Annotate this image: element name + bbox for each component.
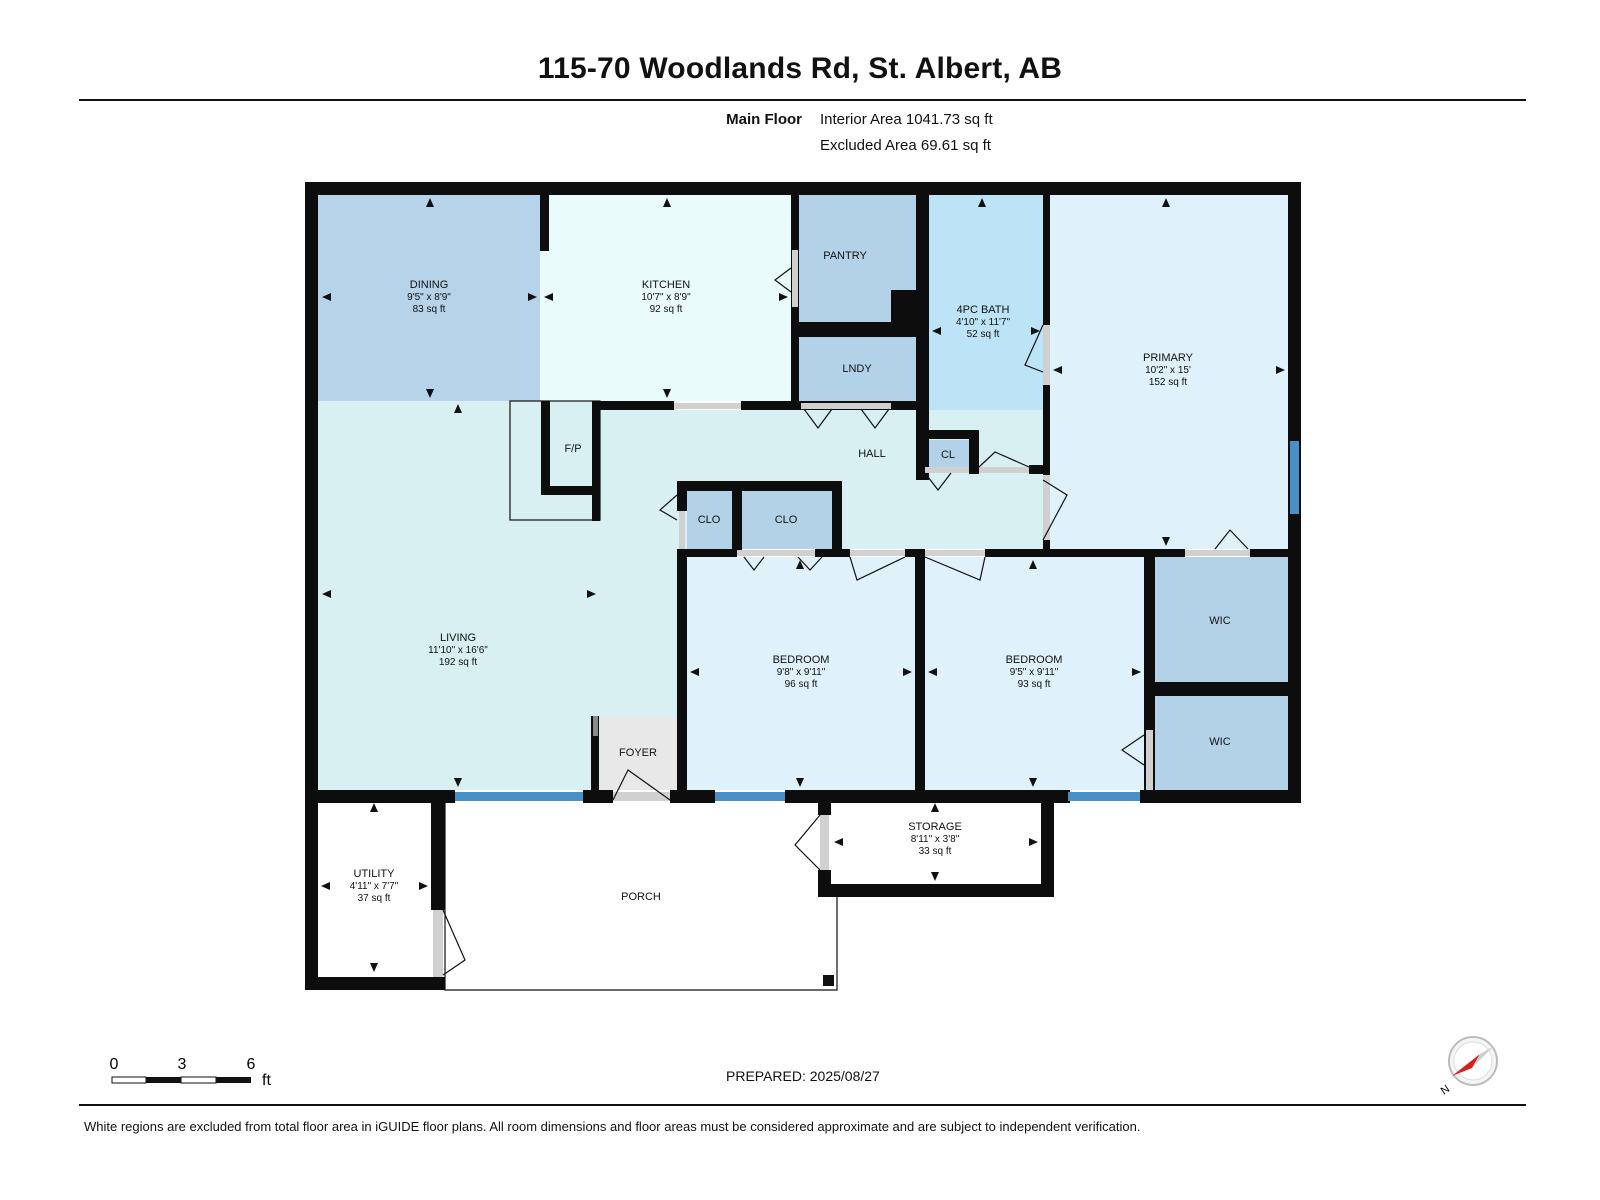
bedroom1-area: 96 sq ft xyxy=(785,679,818,690)
door-swings xyxy=(442,267,1249,976)
closet1-name: CLO xyxy=(698,514,721,526)
bath-dims: 4'10" x 11'7" xyxy=(956,317,1011,328)
kitchen-fill xyxy=(540,195,791,401)
utility-dims: 4'11" x 7'7" xyxy=(350,881,399,892)
living-area: 192 sq ft xyxy=(439,657,478,668)
closet1-fill xyxy=(687,491,732,549)
wic2-name: WIC xyxy=(1209,736,1230,748)
living-dims: 11'10" x 16'6" xyxy=(428,645,488,656)
bedroom1-name: BEDROOM xyxy=(773,654,830,666)
scale-segment-1 xyxy=(111,1076,147,1084)
primary-dims: 10'2" x 15' xyxy=(1145,365,1191,376)
wic1-fill xyxy=(1155,557,1288,682)
dining-fill xyxy=(318,195,540,401)
footer-rule xyxy=(79,1104,1526,1106)
kitchen-area: 92 sq ft xyxy=(650,304,683,315)
disclaimer-text: White regions are excluded from total fl… xyxy=(84,1119,1141,1134)
storage-fill xyxy=(831,800,1041,882)
scale-segment-3 xyxy=(180,1076,217,1084)
dining-name: DINING xyxy=(410,279,449,291)
wic2-fill xyxy=(1155,696,1288,790)
bedroom2-area: 93 sq ft xyxy=(1018,679,1051,690)
dining-dims: 9'5" x 8'9" xyxy=(407,292,451,303)
storage-name: STORAGE xyxy=(908,821,962,833)
kitchen-dims: 10'7" x 8'9" xyxy=(641,292,691,303)
fireplace-fill xyxy=(550,410,592,490)
page-title: 115-70 Woodlands Rd, St. Albert, AB xyxy=(537,52,1063,85)
primary-name: PRIMARY xyxy=(1143,352,1194,364)
primary-area: 152 sq ft xyxy=(1149,377,1188,388)
hall-name: HALL xyxy=(858,448,886,460)
primary-fill xyxy=(1050,195,1289,549)
floor-name: Main Floor xyxy=(726,111,802,128)
wic1-name: WIC xyxy=(1209,615,1230,627)
scale-label-6: 6 xyxy=(247,1056,256,1073)
bedroom2-fill xyxy=(925,557,1144,790)
fireplace-name: F/P xyxy=(564,443,581,455)
laundry-name: LNDY xyxy=(842,363,872,375)
compass-icon: N xyxy=(1439,1036,1498,1096)
laundry-fill xyxy=(799,337,916,403)
storage-dims: 8'11" x 3'8" xyxy=(911,834,960,845)
utility-fill xyxy=(318,800,431,975)
title-rule xyxy=(79,99,1526,101)
scale-label-3: 3 xyxy=(178,1056,187,1073)
scale-segment-4 xyxy=(216,1077,251,1083)
closet-cl-name: CL xyxy=(941,449,955,461)
foyer-name: FOYER xyxy=(619,747,657,759)
prepared-date: PREPARED: 2025/08/27 xyxy=(726,1068,880,1084)
closet2-name: CLO xyxy=(775,514,798,526)
utility-area: 37 sq ft xyxy=(358,893,391,904)
scale-unit: ft xyxy=(262,1072,271,1089)
utility-name: UTILITY xyxy=(354,868,396,880)
living-name: LIVING xyxy=(440,632,476,644)
bath-area: 52 sq ft xyxy=(967,329,1000,340)
scale-bar: 0 3 6 ft xyxy=(110,1056,272,1089)
excluded-area: Excluded Area 69.61 sq ft xyxy=(820,137,991,154)
windows xyxy=(455,441,1299,801)
scale-segment-2 xyxy=(146,1077,181,1083)
interior-area: Interior Area 1041.73 sq ft xyxy=(820,111,993,128)
bedroom1-fill xyxy=(687,557,915,790)
door-openings xyxy=(433,250,1250,977)
compass-north-label: N xyxy=(1439,1083,1452,1096)
porch-post xyxy=(823,975,834,986)
closet-cl-fill xyxy=(929,440,969,470)
kitchen-name: KITCHEN xyxy=(642,279,690,291)
bath-name: 4PC BATH xyxy=(957,304,1010,316)
pantry-name: PANTRY xyxy=(823,250,867,262)
porch-name: PORCH xyxy=(621,891,661,903)
dimension-arrows xyxy=(321,198,1285,972)
bedroom2-dims: 9'5" x 9'11" xyxy=(1010,667,1059,678)
dining-area: 83 sq ft xyxy=(413,304,446,315)
storage-area: 33 sq ft xyxy=(919,846,952,857)
scale-label-0: 0 xyxy=(110,1056,119,1073)
bedroom2-name: BEDROOM xyxy=(1006,654,1063,666)
bedroom1-dims: 9'8" x 9'11" xyxy=(777,667,826,678)
closet2-fill xyxy=(742,491,832,549)
